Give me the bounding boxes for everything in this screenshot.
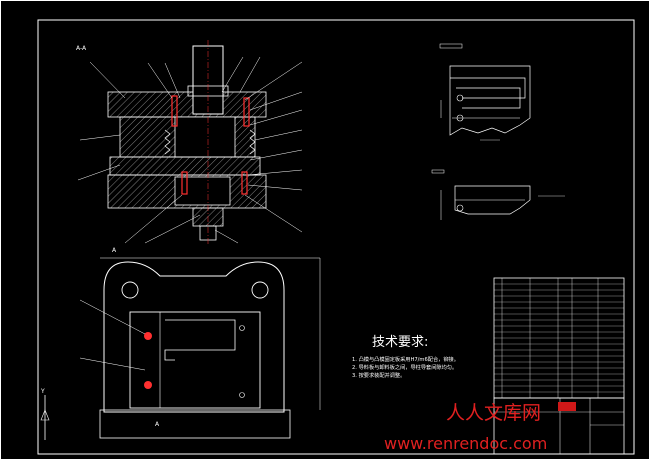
tech-req-item-1: 1. 凸模与凸模固定板采用H7/m6配合，铆接。 [352, 355, 459, 363]
watermark-cn: 人人文库网 [446, 402, 541, 424]
technical-requirements: 技术要求: 1. 凸模与凸模固定板采用H7/m6配合，铆接。 2. 导料板与卸料… [352, 335, 459, 379]
tech-req-title: 技术要求: [372, 335, 428, 350]
watermark-url: www.renrendoc.com [384, 434, 547, 453]
axis-label-y: Y [40, 388, 45, 395]
tech-req-item-2: 2. 导料板与卸料板之间，导柱导套间隙均匀。 [352, 363, 457, 371]
part-view-lower [431, 169, 565, 220]
view-label-a-bottom: A [155, 421, 160, 428]
watermark: 人人文库网 www.renrendoc.com [384, 402, 547, 453]
parts-list-table [493, 277, 625, 399]
ucs-axis: Y [40, 388, 50, 440]
part-view-upper [439, 43, 531, 141]
title-block [493, 397, 625, 455]
section-label: A-A [76, 45, 87, 52]
view-label-a-top: A [112, 247, 117, 254]
plan-view: A A [79, 247, 321, 439]
tech-req-item-3: 3. 按要求装配并调整。 [352, 371, 405, 379]
section-view: A-A [76, 40, 303, 245]
sheet-inner-border [37, 19, 635, 455]
